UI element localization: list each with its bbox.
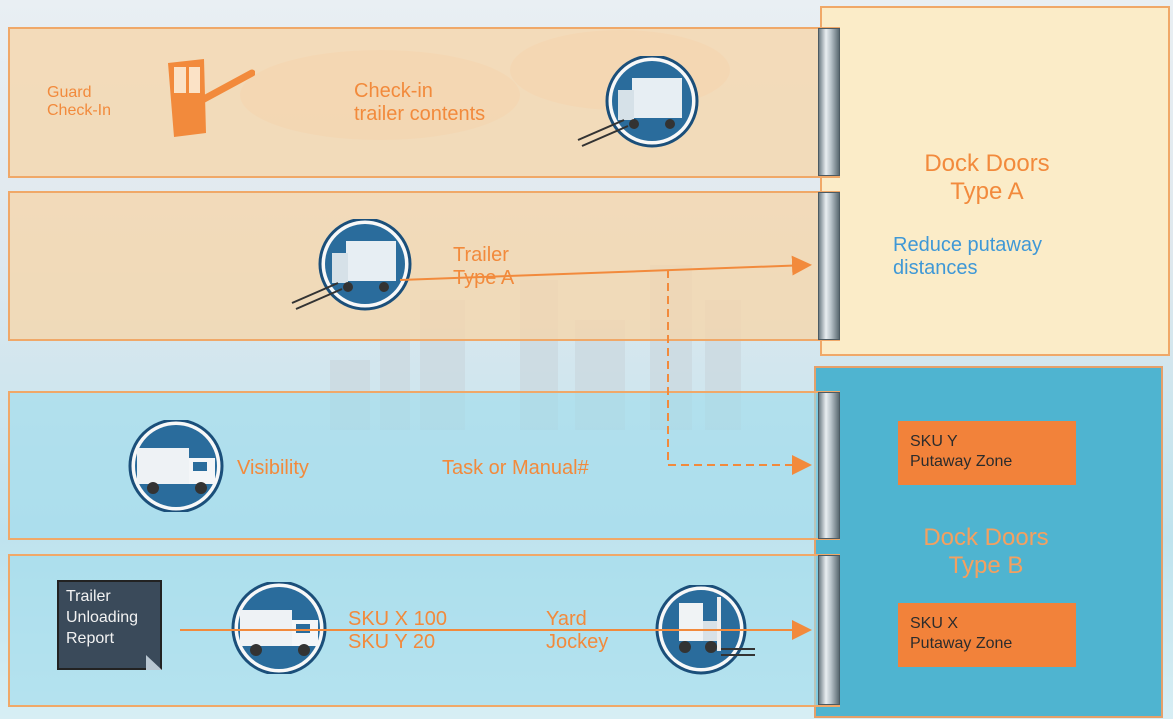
document-icon xyxy=(146,655,162,670)
sku-quantities-label: SKU X 100 SKU Y 20 xyxy=(348,608,447,653)
dock-door-4 xyxy=(818,555,840,705)
guard-booth-icon xyxy=(168,59,255,137)
dock-door-3 xyxy=(818,392,840,539)
sku-y-putaway-zone: SKU Y Putaway Zone xyxy=(898,421,1076,485)
trailer-dock-icon xyxy=(291,219,412,311)
lane-trailer-type-a xyxy=(8,191,840,341)
forklift-icon xyxy=(655,585,755,675)
yard-jockey-label: Yard Jockey xyxy=(546,608,609,653)
trailer-type-a-label: Trailer Type A xyxy=(453,244,515,289)
truck-icon xyxy=(128,420,224,512)
visibility-label: Visibility xyxy=(237,457,309,479)
dock-door-1 xyxy=(818,28,840,176)
guard-check-in-label: Guard Check-In xyxy=(47,84,112,120)
sku-x-putaway-zone: SKU X Putaway Zone xyxy=(898,603,1076,667)
dock-b-title: Dock Doors Type B xyxy=(923,524,1049,579)
dock-a-note: Reduce putaway distances xyxy=(893,234,1042,279)
dock-a-title: Dock Doors Type A xyxy=(924,150,1050,205)
lane-guard-check-in xyxy=(8,27,840,178)
dock-doors-type-a-area xyxy=(820,6,1170,356)
check-in-contents-label: Check-in trailer contents xyxy=(354,80,486,125)
truck-icon xyxy=(231,582,327,674)
trailer-dock-icon xyxy=(577,56,699,148)
trailer-unloading-report: Trailer Unloading Report xyxy=(57,580,162,670)
task-or-manual-label: Task or Manual# xyxy=(442,457,589,479)
dock-door-2 xyxy=(818,192,840,340)
